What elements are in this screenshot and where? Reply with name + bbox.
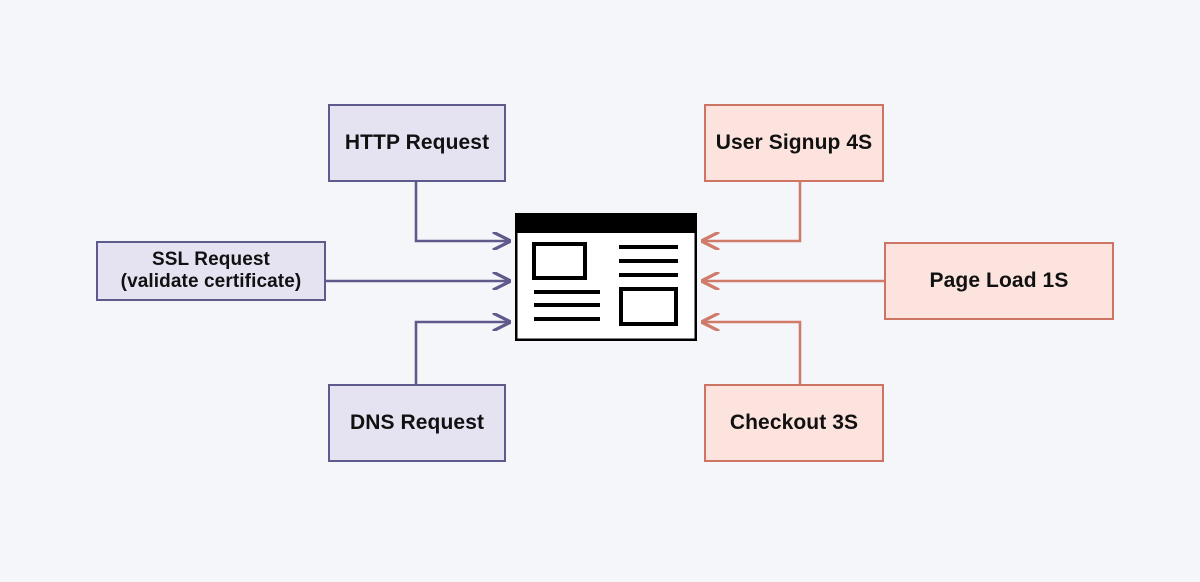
connector-dns-to-page xyxy=(414,322,509,384)
node-user-signup-label: User Signup 4S xyxy=(715,130,873,154)
node-ssl-request-label: SSL Request (validate certificate) xyxy=(120,248,302,292)
webpage-text-lines-bottom-left xyxy=(534,290,600,321)
node-http-request[interactable]: HTTP Request xyxy=(328,104,506,182)
node-page-load[interactable]: Page Load 1S xyxy=(884,242,1114,320)
webpage-text-lines-top-right xyxy=(619,245,678,277)
node-checkout[interactable]: Checkout 3S xyxy=(704,384,884,462)
webpage-image-block-top-left xyxy=(532,242,587,280)
node-ssl-request[interactable]: SSL Request (validate certificate) xyxy=(96,241,326,301)
node-page-load-label: Page Load 1S xyxy=(929,268,1069,292)
connector-checkout-to-page xyxy=(703,322,802,384)
node-http-request-label: HTTP Request xyxy=(344,130,490,154)
node-user-signup[interactable]: User Signup 4S xyxy=(704,104,884,182)
connector-http-to-page xyxy=(414,182,509,241)
node-dns-request-label: DNS Request xyxy=(349,410,485,434)
webpage-image-block-bottom-right xyxy=(619,287,678,326)
webpage-icon xyxy=(515,213,697,341)
node-dns-request[interactable]: DNS Request xyxy=(328,384,506,462)
node-checkout-label: Checkout 3S xyxy=(729,410,859,434)
connector-signup-to-page xyxy=(703,182,802,241)
webpage-header-bar xyxy=(516,214,696,233)
